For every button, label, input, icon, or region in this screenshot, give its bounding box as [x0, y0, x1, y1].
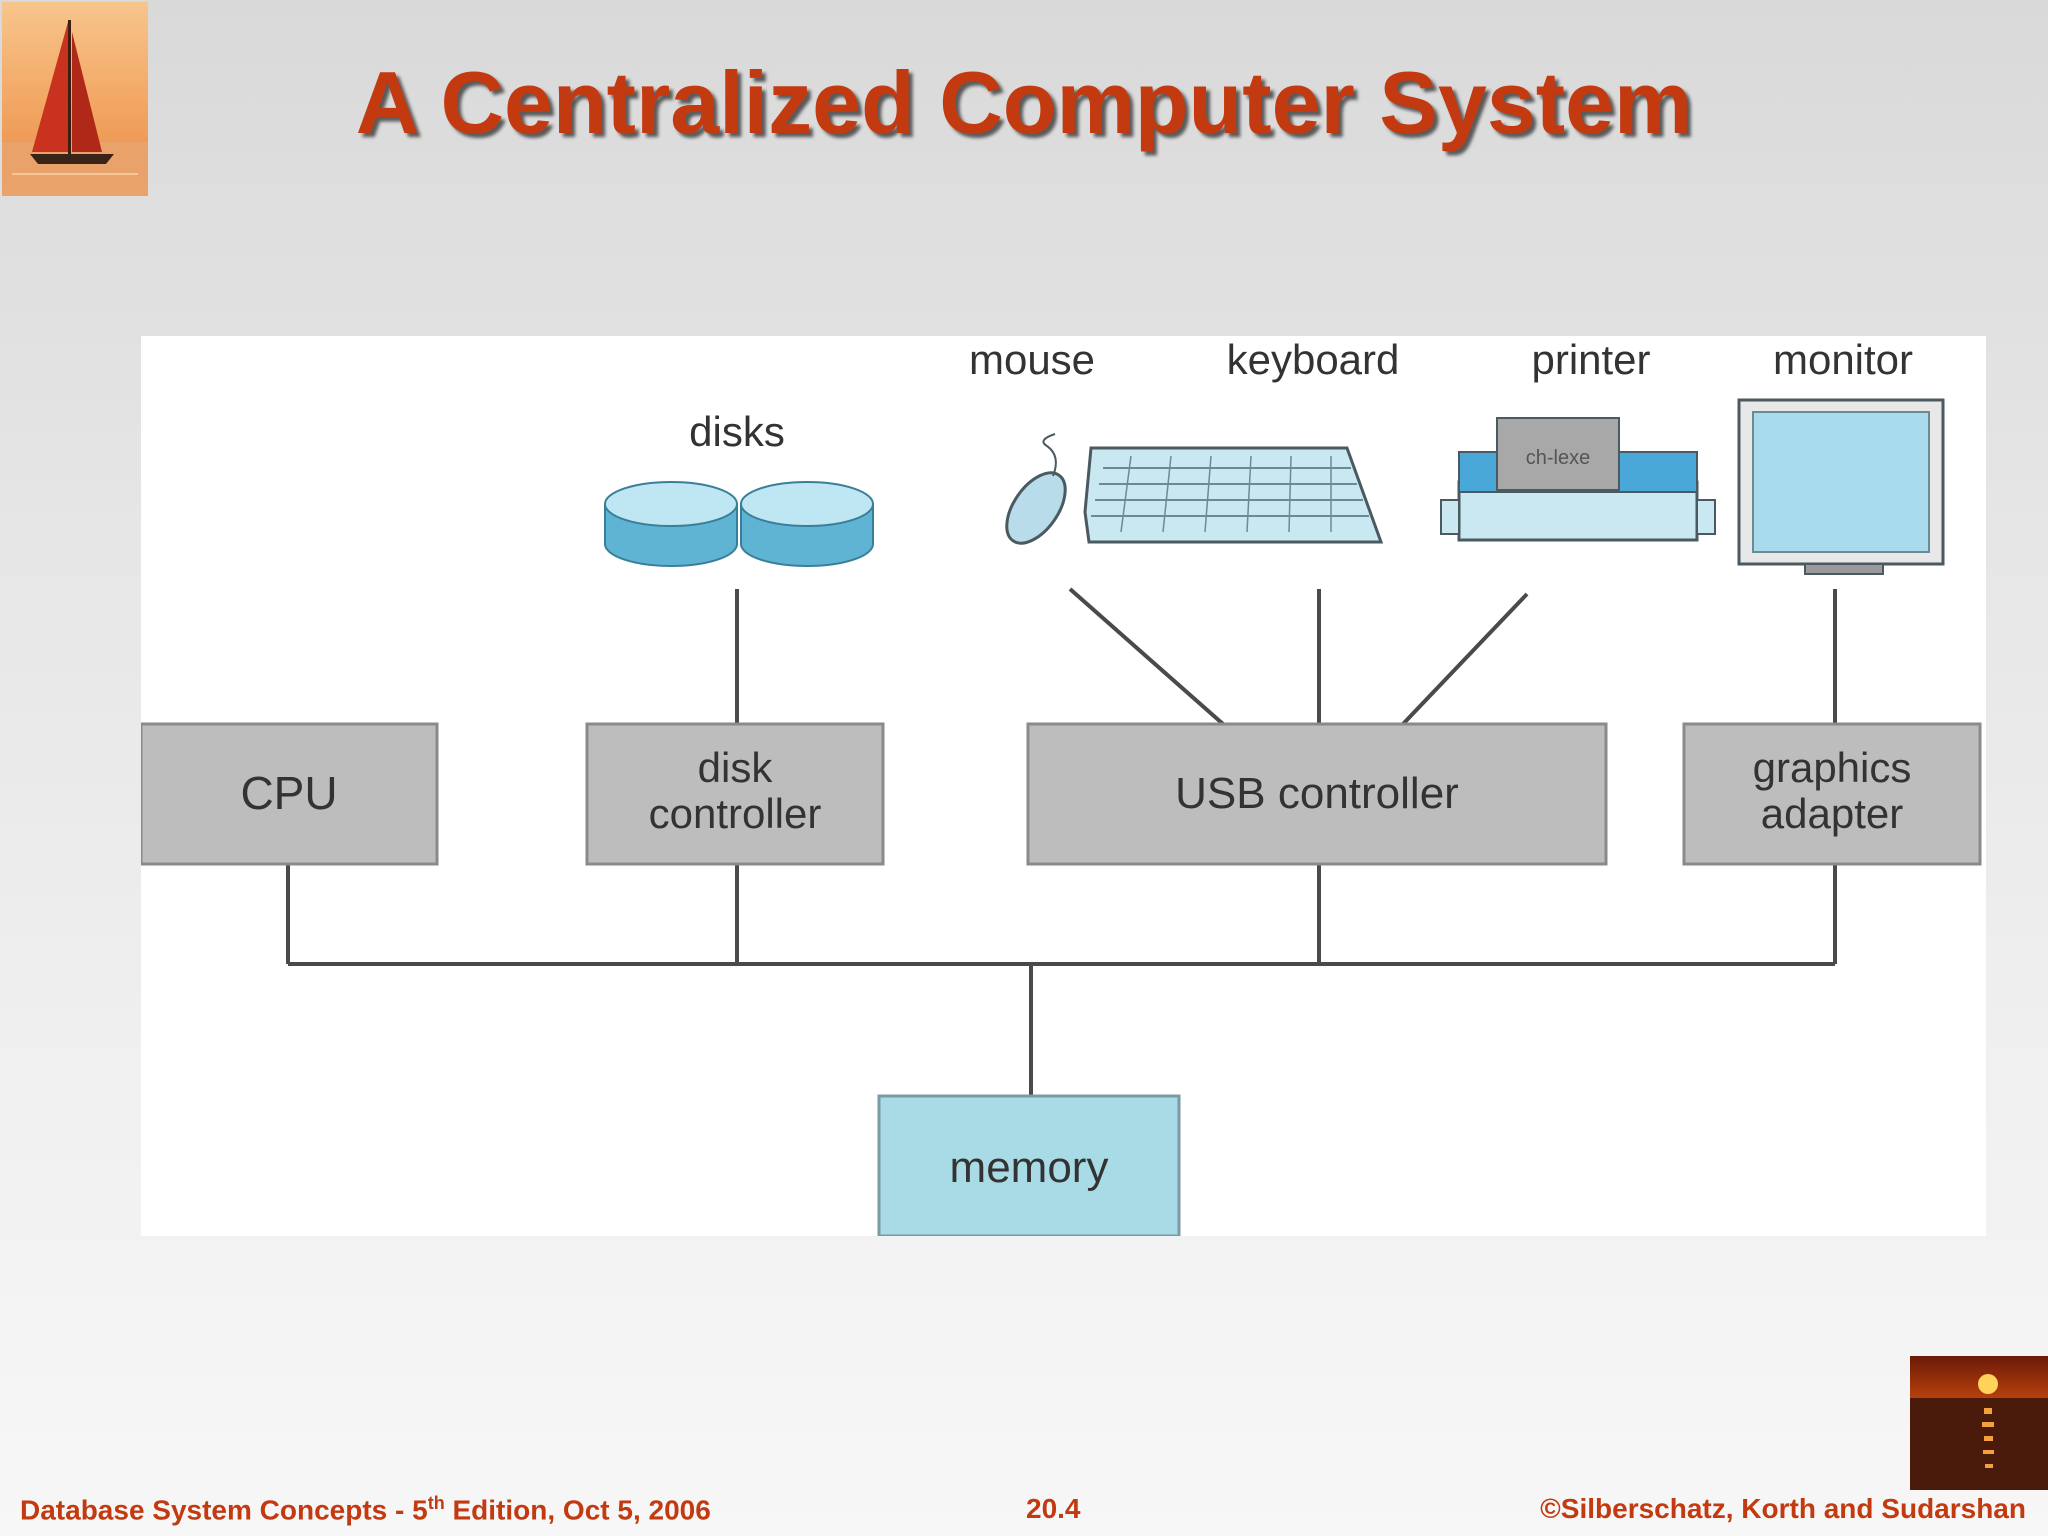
keyboard-icon: [1083, 446, 1384, 544]
sunset-logo: [1910, 1356, 2048, 1490]
mouse-label: mouse: [969, 336, 1095, 383]
footer-edition-sup: th: [427, 1493, 445, 1513]
keyboard-label: keyboard: [1227, 336, 1400, 383]
bus-lines: [286, 587, 1837, 1096]
footer-book-title: Database System Concepts - 5: [20, 1494, 428, 1526]
printer-icon: ch-lexe: [1440, 417, 1716, 542]
usb-controller-label: USB controller: [1175, 769, 1459, 818]
disk-controller-label-line1: disk: [698, 744, 774, 791]
cpu-box: [141, 722, 439, 866]
memory-box: [877, 1094, 1181, 1236]
monitor-label: monitor: [1773, 336, 1913, 383]
graphics-adapter-label-line1: graphics: [1753, 744, 1912, 791]
printer-paper-text: ch-lexe: [1526, 447, 1590, 469]
memory-label: memory: [950, 1143, 1109, 1192]
sailboat-logo: [2, 2, 148, 196]
disks-icon: [604, 481, 874, 567]
slide-title: A Centralized Computer System: [355, 53, 1693, 152]
footer-page-number: 20.4: [1026, 1493, 1081, 1524]
footer-left: Database System Concepts - 5th Edition, …: [20, 1493, 711, 1526]
disk-controller-label-line2: controller: [649, 790, 822, 837]
usb-controller-box: [1026, 722, 1608, 866]
graphics-adapter-box: [1682, 722, 1982, 866]
computer-system-diagram: CPU disk controller USB controller graph…: [141, 336, 1982, 1236]
monitor-icon: [1737, 398, 1945, 575]
graphics-adapter-label-line2: adapter: [1761, 790, 1903, 837]
disks-label: disks: [689, 408, 785, 455]
diagram-panel: CPU disk controller USB controller graph…: [141, 336, 1986, 1236]
mouse-icon: [1005, 433, 1067, 545]
footer-edition-date: Edition, Oct 5, 2006: [444, 1494, 711, 1526]
cpu-label: CPU: [240, 767, 337, 819]
footer-copyright: ©Silberschatz, Korth and Sudarshan: [1540, 1493, 2026, 1524]
disk-controller-box: [585, 722, 885, 866]
printer-label: printer: [1531, 336, 1650, 383]
